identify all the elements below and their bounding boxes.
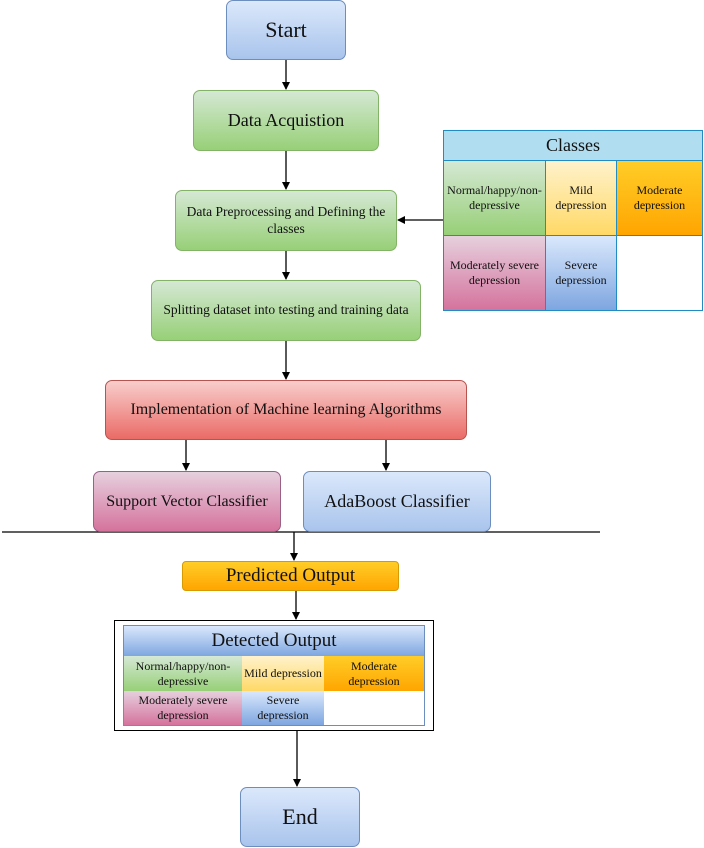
implementation-node: Implementation of Machine learning Algor… xyxy=(105,380,467,440)
classes-table-title: Classes xyxy=(444,131,702,161)
end-node: End xyxy=(240,787,360,847)
predicted-output-label: Predicted Output xyxy=(225,565,356,587)
classes-cell-mild: Mild depression xyxy=(546,161,617,236)
classes-cell-empty xyxy=(617,236,702,310)
data-acquisition-node: Data Acquistion xyxy=(193,90,379,151)
detected-cell-mild: Mild depression xyxy=(242,656,324,691)
classes-cell-moderately-severe: Moderately severe depression xyxy=(444,236,546,310)
classes-cell-moderate: Moderate depression xyxy=(617,161,702,236)
preprocessing-label: Data Preprocessing and Defining the clas… xyxy=(186,203,386,236)
start-label: Start xyxy=(265,17,307,43)
detected-cell-empty xyxy=(324,691,424,725)
detected-output-table: Detected Output Normal/happy/non-depress… xyxy=(123,625,425,726)
end-label: End xyxy=(282,804,318,830)
splitting-label: Splitting dataset into testing and train… xyxy=(163,302,409,318)
predicted-output-node: Predicted Output xyxy=(182,561,399,591)
splitting-node: Splitting dataset into testing and train… xyxy=(151,280,421,341)
svc-label: Support Vector Classifier xyxy=(106,492,268,510)
preprocessing-node: Data Preprocessing and Defining the clas… xyxy=(175,190,397,251)
data-acquisition-label: Data Acquistion xyxy=(227,110,345,131)
detected-cell-severe: Severe depression xyxy=(242,691,324,725)
adaboost-label: AdaBoost Classifier xyxy=(324,491,470,512)
detected-output-frame: Detected Output Normal/happy/non-depress… xyxy=(114,620,434,731)
adaboost-node: AdaBoost Classifier xyxy=(303,471,491,532)
detected-table-title: Detected Output xyxy=(124,626,424,656)
classes-cell-severe: Severe depression xyxy=(546,236,617,310)
detected-cell-normal: Normal/happy/non-depressive xyxy=(124,656,242,691)
detected-cell-moderately-severe: Moderately severe depression xyxy=(124,691,242,725)
svc-node: Support Vector Classifier xyxy=(93,471,281,532)
detected-cell-moderate: Moderate depression xyxy=(324,656,424,691)
classes-cell-normal: Normal/happy/non-depressive xyxy=(444,161,546,236)
start-node: Start xyxy=(226,0,346,60)
implementation-label: Implementation of Machine learning Algor… xyxy=(130,401,442,418)
classes-table: Classes Normal/happy/non-depressive Mild… xyxy=(443,130,703,311)
